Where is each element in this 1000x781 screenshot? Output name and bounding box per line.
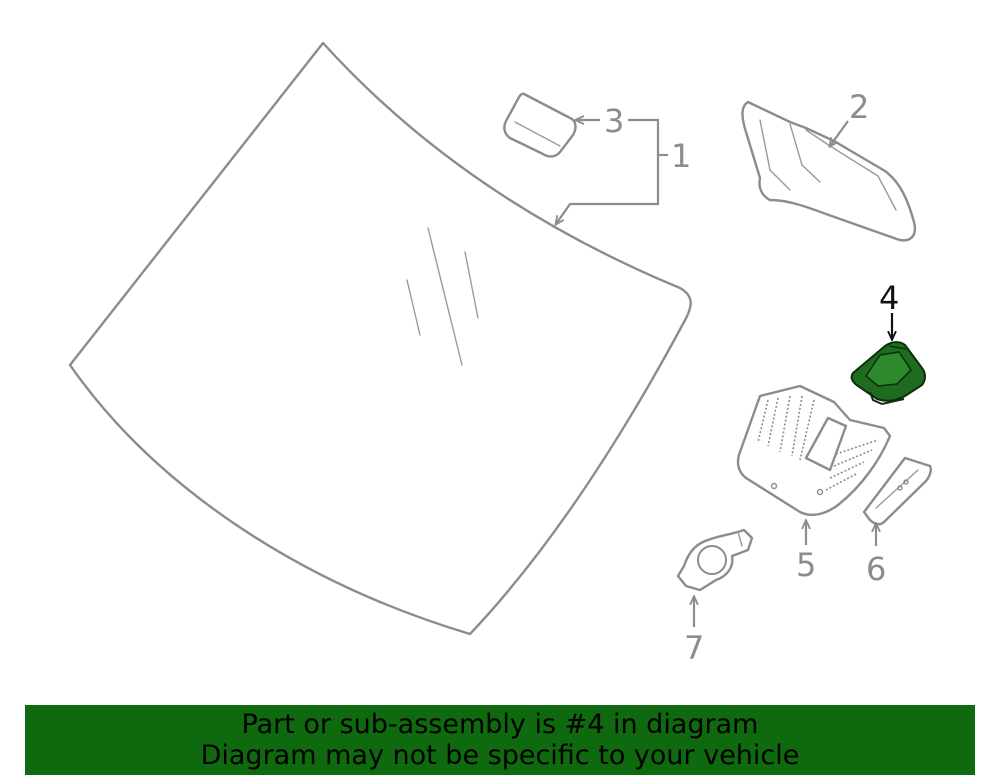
mirror-part (741, 100, 917, 242)
callout-7: 7 (684, 629, 704, 667)
strip-bracket-part (862, 456, 932, 546)
mount-clip-part (676, 528, 754, 627)
callout-3: 3 (604, 102, 624, 140)
cover-plate-part (736, 384, 892, 545)
windshield-part (68, 41, 692, 636)
bracket-part (503, 92, 577, 158)
callout-4: 4 (879, 279, 899, 317)
info-banner: Part or sub-assembly is #4 in diagram Di… (25, 705, 975, 775)
callout-6: 6 (866, 550, 886, 588)
leader-lines-1-3 (556, 120, 668, 224)
parts-diagram: 3 1 2 4 5 6 (68, 41, 932, 667)
callout-2: 2 (849, 88, 869, 126)
callout-1: 1 (671, 137, 691, 175)
banner-line-disclaimer: Diagram may not be specific to your vehi… (200, 740, 800, 771)
sensor-module-part-highlighted (850, 313, 926, 406)
callout-5: 5 (796, 546, 816, 584)
banner-line-part-number: Part or sub-assembly is #4 in diagram (241, 709, 759, 740)
